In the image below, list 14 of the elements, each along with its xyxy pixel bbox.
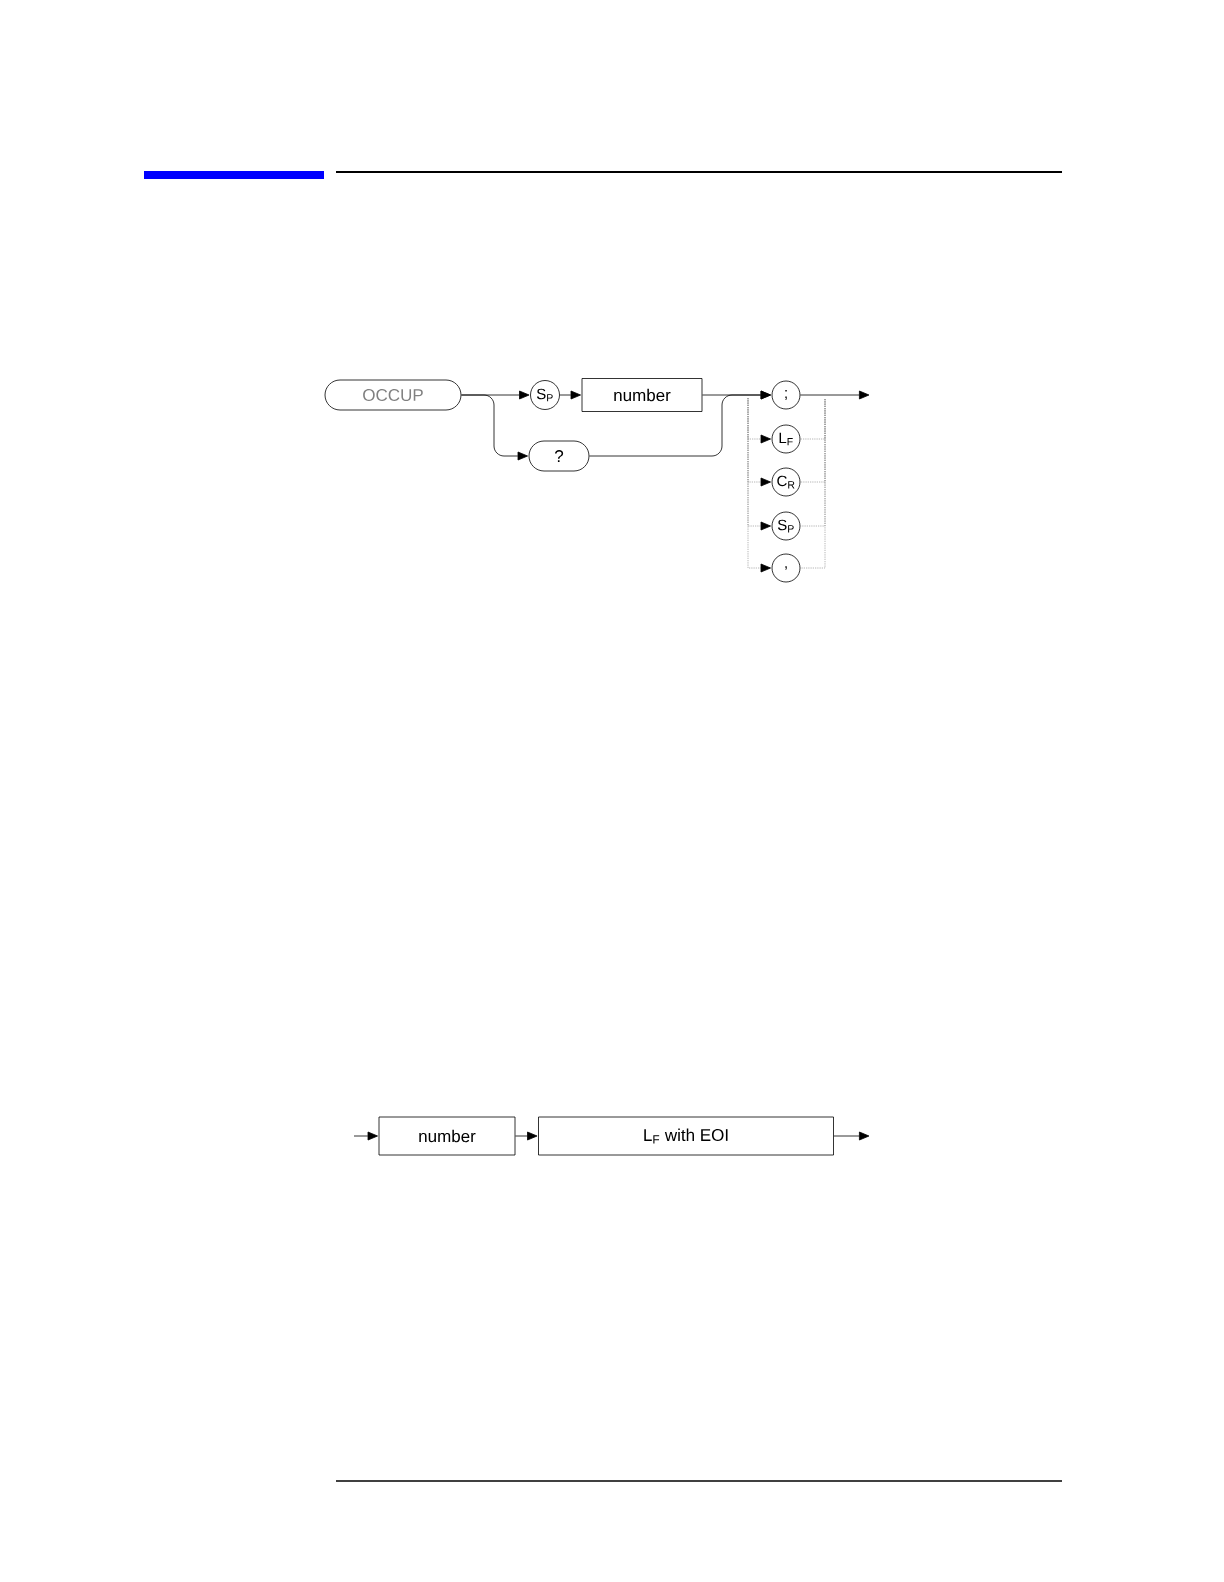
parameter-box: number — [378, 1116, 516, 1156]
connector-line — [800, 398, 826, 569]
arrow — [833, 1131, 870, 1141]
query-box: ? — [528, 440, 590, 472]
parameter-box: number — [581, 378, 703, 412]
arrow — [800, 390, 870, 400]
arrow — [747, 397, 771, 573]
parameter-box: L$_{F}$ with EOI — [538, 1116, 834, 1156]
arrow — [559, 390, 581, 400]
command-box: OCCUP — [324, 379, 462, 411]
arrow — [515, 1131, 538, 1141]
arrow — [589, 390, 771, 457]
arrow — [461, 394, 528, 461]
arrow — [353, 1131, 378, 1141]
